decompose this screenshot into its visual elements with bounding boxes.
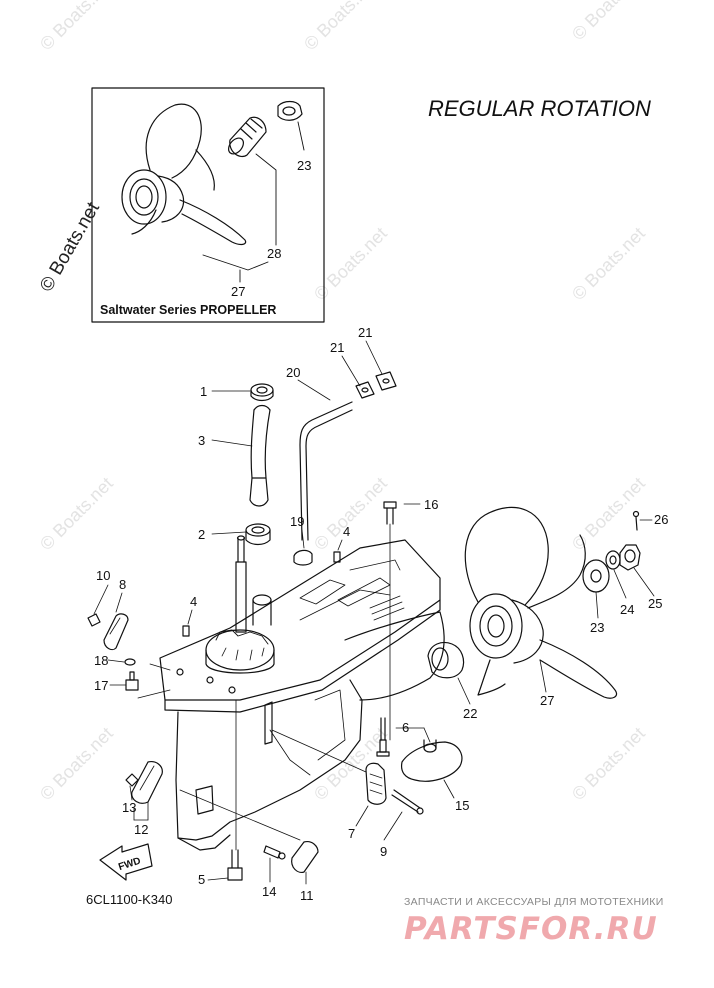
callout-25: 25 [648, 596, 662, 611]
callout-10: 10 [96, 568, 110, 583]
callout-7: 7 [348, 826, 355, 841]
callout-13: 13 [122, 800, 136, 815]
inset-caption: Saltwater Series PROPELLER [100, 303, 277, 317]
callout-11: 11 [300, 888, 314, 903]
callout-18: 18 [94, 653, 108, 668]
callout-12: 12 [134, 822, 148, 837]
seal-1 [250, 383, 274, 402]
clip-21a [355, 381, 375, 399]
nut-25 [619, 544, 641, 571]
bolt-16 [383, 501, 397, 525]
washer-24 [605, 550, 621, 570]
grommet-2 [245, 523, 271, 546]
screw-9 [391, 789, 424, 815]
callout-22: 22 [463, 706, 477, 721]
inset-washer [277, 100, 303, 121]
callout-3: 3 [198, 433, 205, 448]
o-ring-18 [124, 658, 136, 666]
callout-27: 27 [540, 693, 554, 708]
inset-propeller-illustration [121, 103, 247, 246]
fitting-17 [125, 671, 139, 691]
callout-26: 26 [654, 512, 668, 527]
callout-9: 9 [380, 844, 387, 859]
leader-lines [93, 340, 655, 885]
dowel-pin-4b [333, 551, 341, 563]
bracket-8 [87, 613, 129, 651]
spacer-23 [582, 559, 610, 593]
callout-2: 2 [198, 527, 205, 542]
callout-15: 15 [455, 798, 469, 813]
cotter-pin-26 [632, 510, 640, 531]
inset-frame [91, 87, 325, 323]
model-code: 6CL1100-K340 [86, 892, 173, 907]
callout-14: 14 [262, 884, 276, 899]
bolt-5 [227, 849, 243, 881]
thrust-washer-22 [427, 641, 465, 679]
shop-tagline: ЗАПЧАСТИ И АКСЕССУАРЫ ДЛЯ МОТОТЕХНИКИ [404, 896, 664, 908]
callout-19: 19 [290, 514, 304, 529]
callout-23-inset: 23 [297, 158, 311, 173]
inset-spline-hub [228, 116, 267, 158]
shift-rod-20 [299, 401, 353, 541]
anode-12 [125, 761, 163, 804]
fwd-arrow [99, 843, 153, 881]
callout-27-inset: 27 [231, 284, 245, 299]
screw-14 [263, 845, 286, 860]
callout-28-inset: 28 [267, 246, 281, 261]
callout-8: 8 [119, 577, 126, 592]
callout-4-a: 4 [343, 524, 350, 539]
callout-21-b: 21 [358, 325, 372, 340]
callout-20: 20 [286, 365, 300, 380]
callout-6: 6 [402, 720, 409, 735]
trim-tab-15 [400, 739, 463, 782]
clip-21b [375, 371, 397, 391]
callout-24: 24 [620, 602, 634, 617]
callout-4-b: 4 [190, 594, 197, 609]
callout-21-a: 21 [330, 340, 344, 355]
shop-logo[interactable]: PARTSFOR.RU [404, 911, 658, 947]
water-tube-3 [249, 404, 271, 507]
anode-11 [291, 841, 319, 873]
callout-1: 1 [200, 384, 207, 399]
bushing-19 [293, 549, 313, 566]
lower-case-housing [159, 535, 445, 851]
callout-17: 17 [94, 678, 108, 693]
callout-16: 16 [424, 497, 438, 512]
bolt-6 [376, 717, 390, 757]
propeller-illustration [464, 506, 618, 699]
callout-23: 23 [590, 620, 604, 635]
dowel-pin-4a [182, 625, 190, 637]
diagram-title: REGULAR ROTATION [428, 96, 651, 121]
plug-7 [365, 762, 387, 805]
callout-5: 5 [198, 872, 205, 887]
